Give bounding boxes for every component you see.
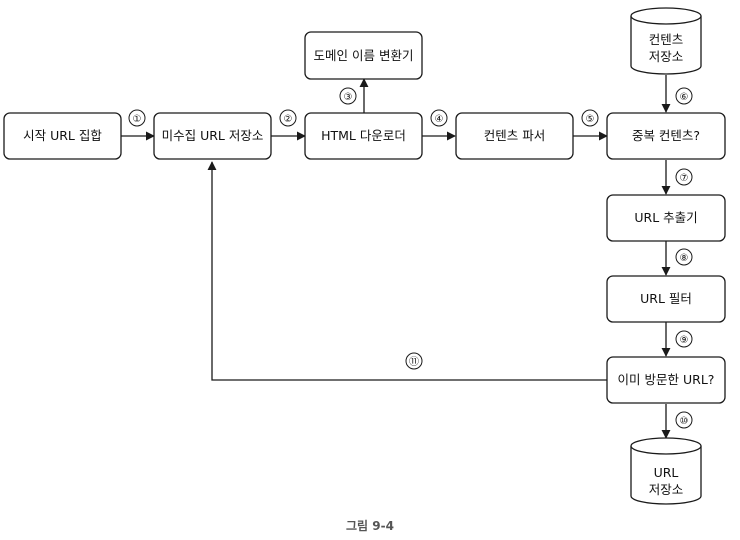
step-11: ⑪	[405, 352, 423, 370]
step-5-label: ⑤	[586, 114, 595, 125]
edges	[121, 75, 671, 439]
step-6-label: ⑥	[680, 92, 689, 103]
node-content-seen: 중복 컨텐츠?	[606, 112, 726, 160]
step-2: ②	[279, 109, 297, 127]
content-seen-label: 중복 컨텐츠?	[632, 128, 700, 143]
step-3-label: ③	[344, 92, 353, 103]
node-html-downloader: HTML 다운로더	[304, 112, 423, 160]
step-9: ⑨	[675, 330, 693, 348]
content-storage-label-line2: 저장소	[649, 49, 684, 64]
step-3: ③	[339, 87, 357, 105]
node-content-storage: 컨텐츠 저장소	[630, 7, 702, 75]
url-storage-label-line1: URL	[654, 465, 679, 480]
node-url-storage: URL 저장소	[630, 437, 702, 505]
node-content-parser: 컨텐츠 파서	[455, 112, 574, 160]
url-seen-label: 이미 방문한 URL?	[618, 372, 715, 387]
step-1: ①	[128, 109, 146, 127]
frontier-label: 미수집 URL 저장소	[162, 128, 264, 143]
step-1-label: ①	[133, 114, 142, 125]
step-7-label: ⑦	[680, 173, 689, 184]
seed-urls-label: 시작 URL 집합	[23, 128, 102, 143]
step-8-label: ⑧	[680, 253, 689, 264]
url-storage-label-line2: 저장소	[649, 482, 684, 497]
step-4-label: ④	[435, 114, 444, 125]
step-7: ⑦	[675, 168, 693, 186]
node-url-filter: URL 필터	[606, 275, 726, 323]
step-6: ⑥	[675, 87, 693, 105]
step-9-label: ⑨	[680, 335, 689, 346]
step-2-label: ②	[284, 114, 293, 125]
dns-resolver-label: 도메인 이름 변환기	[314, 48, 414, 63]
edge-url-seen-to-frontier	[207, 161, 607, 381]
step-markers: ① ② ③ ④ ⑤ ⑥ ⑦ ⑧	[128, 87, 693, 429]
url-filter-label: URL 필터	[640, 291, 692, 306]
node-url-extractor: URL 추출기	[606, 194, 726, 242]
figure-caption: 그림 9-4	[346, 519, 394, 533]
step-11-label: ⑪	[409, 356, 419, 368]
step-10: ⑩	[675, 411, 693, 429]
step-10-label: ⑩	[680, 416, 689, 427]
content-parser-label: 컨텐츠 파서	[484, 128, 545, 143]
node-seed-urls: 시작 URL 집합	[3, 112, 122, 160]
node-dns-resolver: 도메인 이름 변환기	[304, 31, 423, 80]
url-extractor-label: URL 추출기	[634, 210, 697, 225]
content-storage-label-line1: 컨텐츠	[649, 32, 684, 47]
step-4: ④	[430, 109, 448, 127]
node-url-seen: 이미 방문한 URL?	[606, 356, 726, 404]
step-8: ⑧	[675, 248, 693, 266]
html-downloader-label: HTML 다운로더	[321, 128, 406, 143]
node-frontier: 미수집 URL 저장소	[153, 112, 272, 160]
step-5: ⑤	[581, 109, 599, 127]
